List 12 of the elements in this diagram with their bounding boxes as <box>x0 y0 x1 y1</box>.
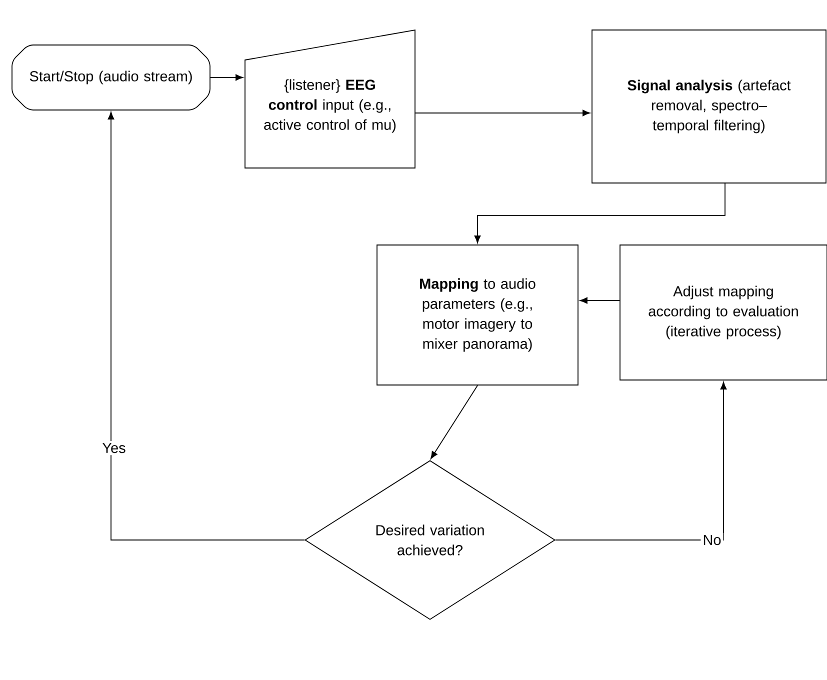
arrow <box>555 382 727 540</box>
arrow <box>210 74 244 81</box>
process-box: Adjust mapping according to evaluation (iterative process) <box>620 244 827 380</box>
arrow <box>430 385 478 459</box>
arrow <box>474 183 726 244</box>
process-box: Mapping to audio parameters (e.g., motor imagery to mixer panorama) <box>376 244 578 386</box>
edge-label: No <box>700 532 724 548</box>
arrow <box>108 112 305 540</box>
edge-label: Yes <box>100 440 128 456</box>
process-box: Signal analysis (artefact removal, spectro–temporal filtering) <box>592 30 826 184</box>
arrow <box>580 297 620 304</box>
arrow <box>415 110 590 116</box>
